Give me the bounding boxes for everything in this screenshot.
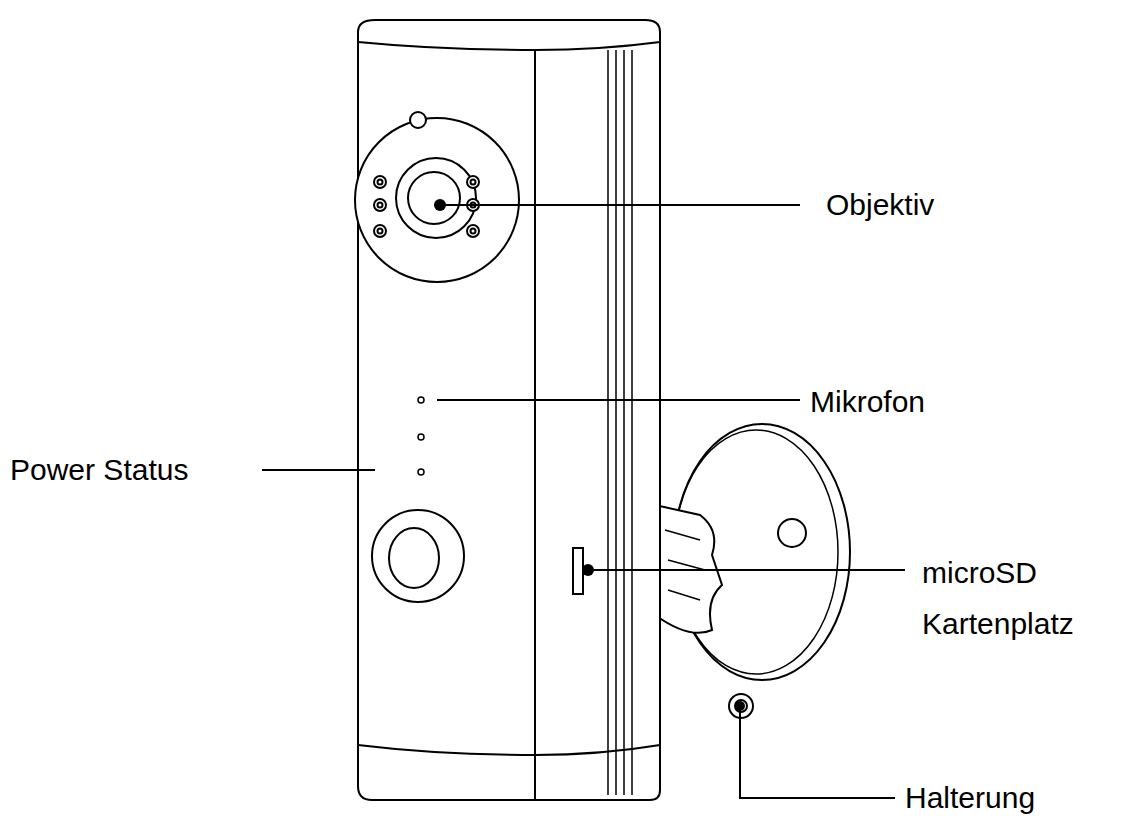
lens-panel	[355, 118, 519, 282]
part-label: Power Status	[10, 452, 260, 488]
side-groove	[623, 50, 625, 795]
leader-dot	[582, 564, 594, 576]
call-button	[372, 510, 464, 602]
leader-line	[588, 569, 905, 571]
camera-top-cap	[358, 20, 660, 50]
lens	[408, 172, 460, 224]
microphone-hole	[418, 397, 424, 403]
leader-line	[740, 706, 895, 798]
ir-led-group	[374, 176, 479, 237]
mount-arm-ridges	[665, 530, 705, 600]
part-label: microSD Kartenplatz	[922, 547, 1097, 649]
status-dot	[418, 469, 424, 475]
leader-line	[437, 399, 800, 401]
part-label: Halterung	[905, 780, 1125, 816]
side-groove	[607, 50, 609, 795]
mount-arm	[655, 505, 722, 633]
mount-hole	[778, 519, 806, 547]
lens-ring	[396, 158, 476, 238]
leader-line	[440, 204, 800, 206]
part-label: Objektiv	[826, 187, 1066, 223]
leader-dot	[735, 701, 745, 711]
leader-line	[262, 469, 375, 471]
camera-side	[535, 42, 660, 800]
side-groove	[631, 50, 633, 795]
microsd-slot	[573, 548, 583, 594]
side-groove	[615, 50, 617, 795]
light-sensor	[410, 112, 426, 128]
call-button-inner	[389, 528, 439, 588]
mount-screw-inner	[735, 700, 747, 712]
part-label: Mikrofon	[810, 384, 1050, 420]
leader-dot	[434, 199, 446, 211]
status-dot	[418, 434, 424, 440]
camera-base-band	[358, 745, 660, 755]
